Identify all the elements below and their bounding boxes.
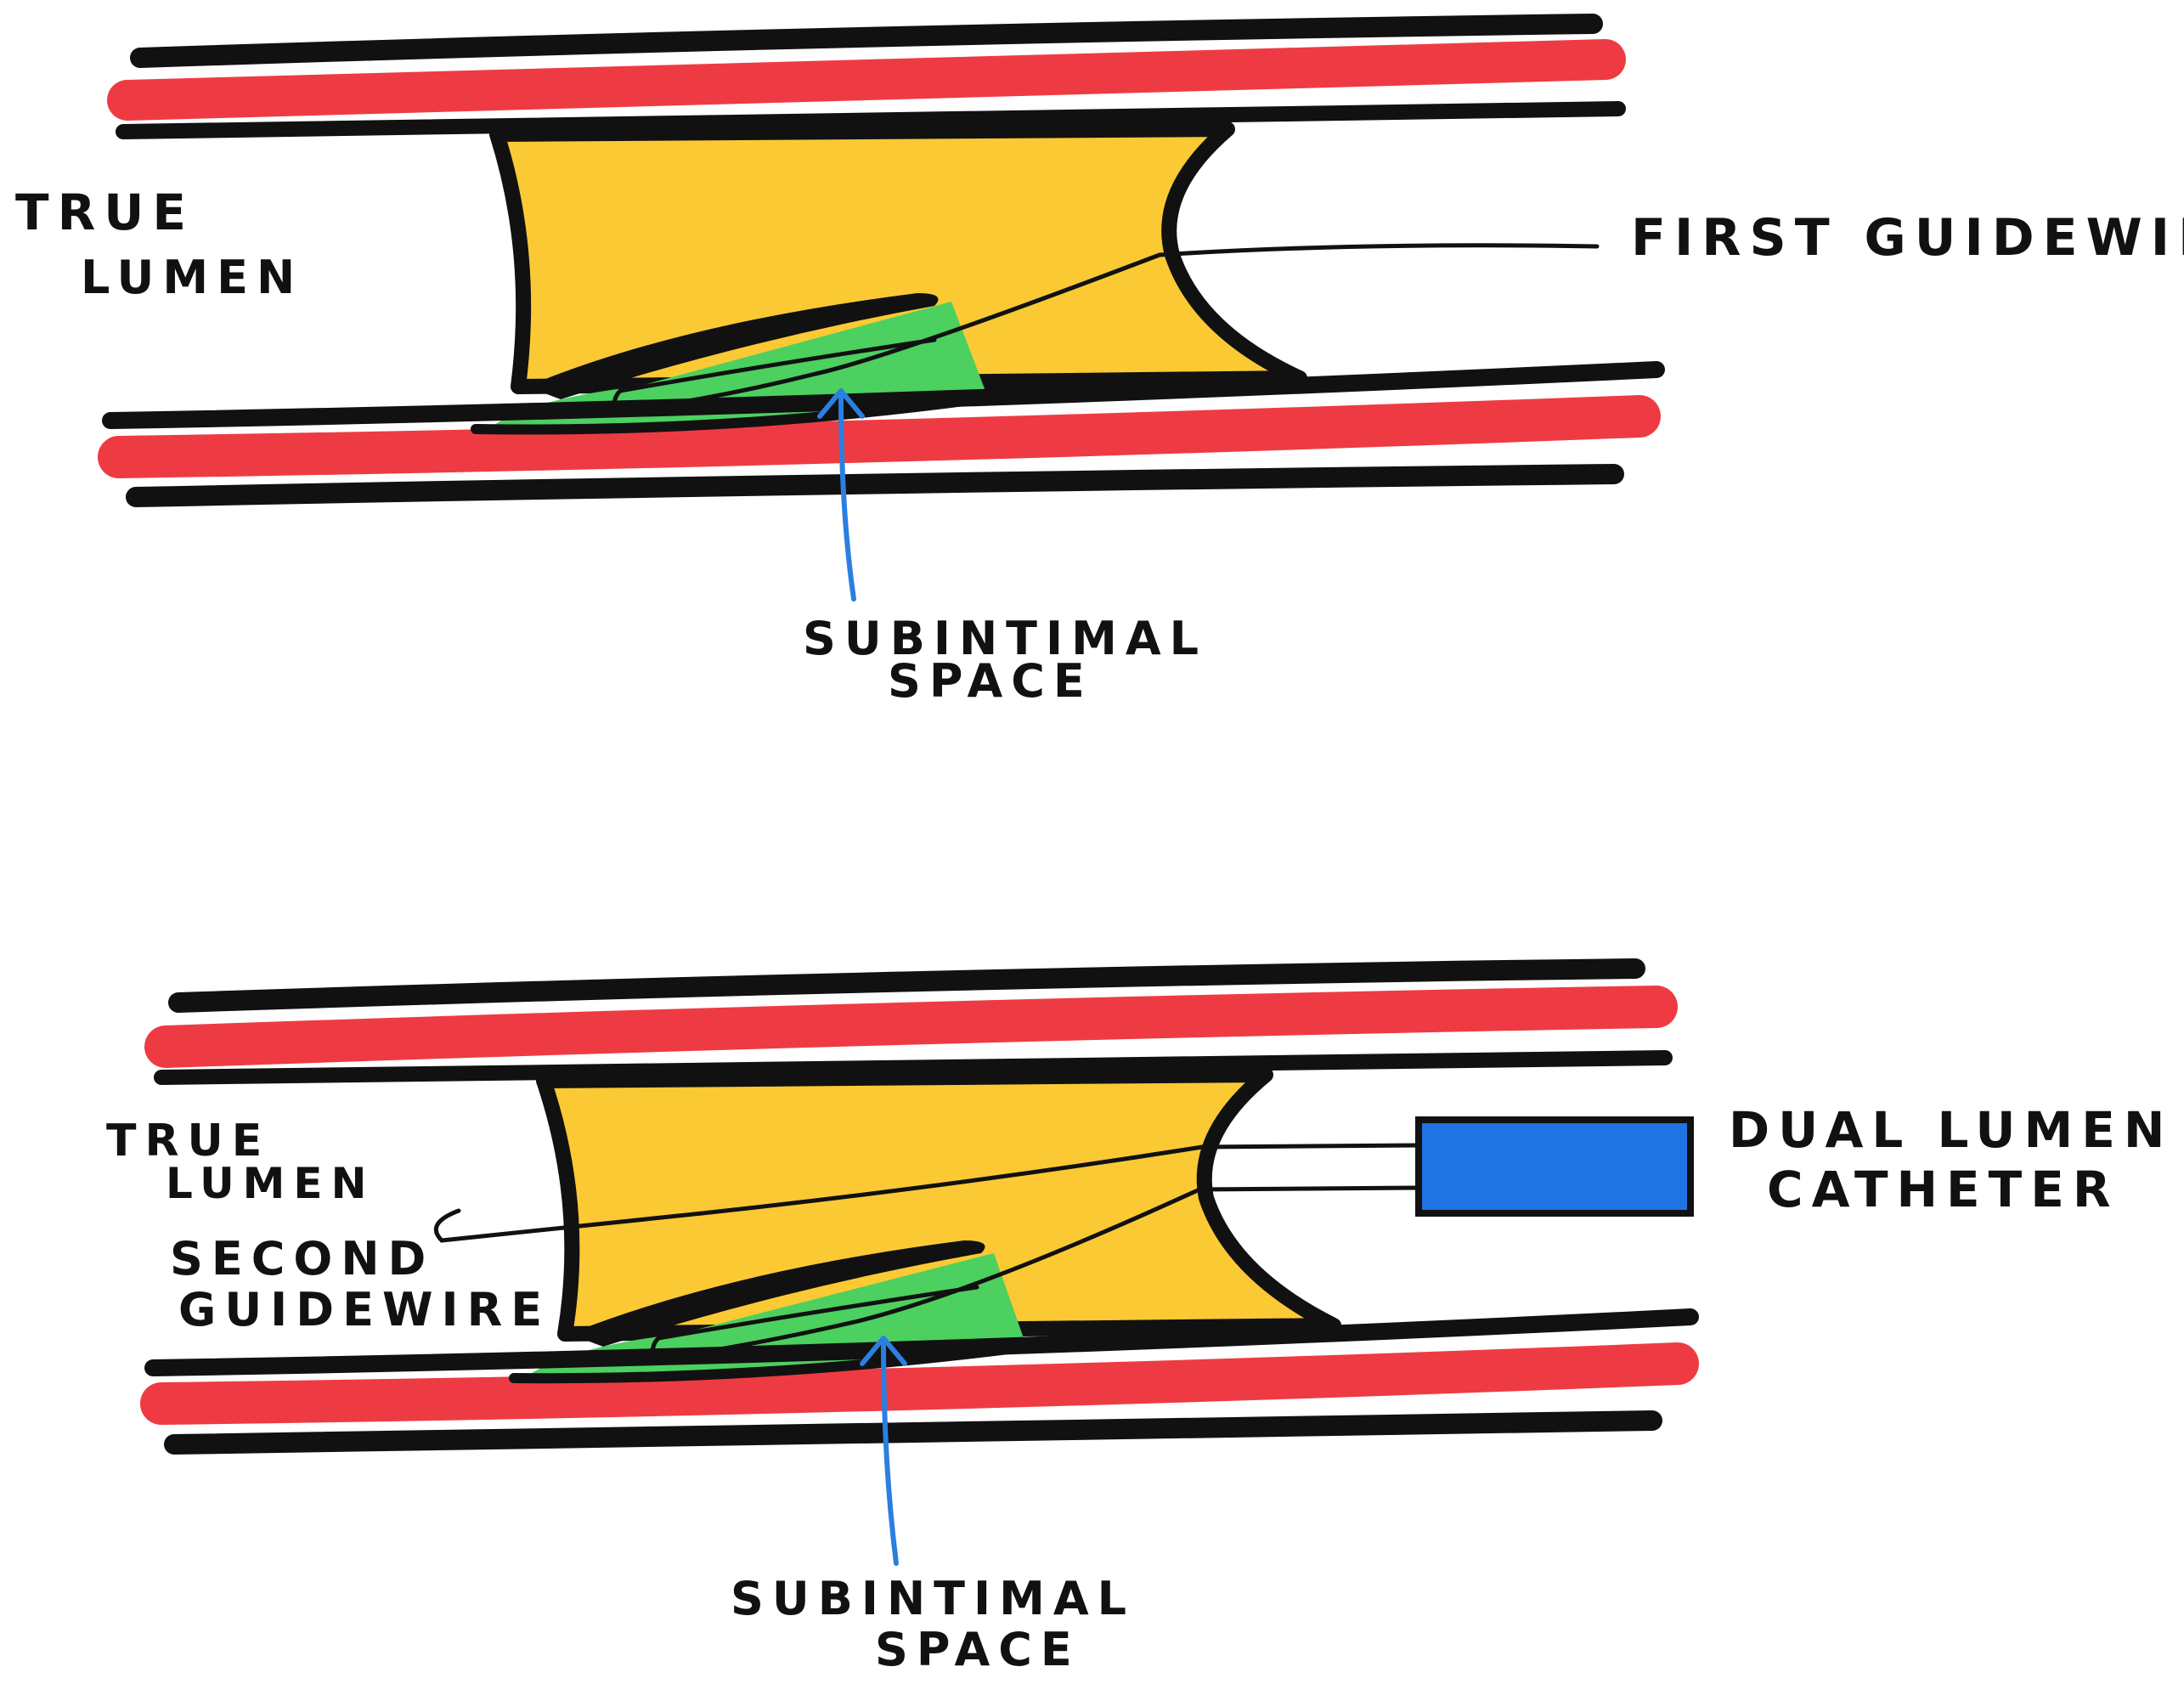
top-lower-wall-inner-outline	[102, 361, 1665, 429]
bottom-true-lumen-label-line1: TRUE	[106, 1116, 270, 1167]
bottom-plaque	[536, 1067, 1341, 1342]
top-first-guidewire-label: FIRST GUIDEWIRE	[1631, 208, 2184, 268]
top-upper-wall-inner-outline	[116, 101, 1626, 139]
panel-bottom: TRUE LUMEN SECOND GUIDEWIRE DUAL LUMEN C…	[106, 958, 2173, 1676]
top-upper-wall	[107, 39, 1626, 121]
top-true-lumen-label-line2: LUMEN	[81, 251, 303, 304]
second-guidewire-label-line2: GUIDEWIRE	[178, 1283, 550, 1336]
catheter-upper-lumen-line	[1201, 1143, 1419, 1150]
bottom-upper-wall	[144, 986, 1678, 1068]
top-upper-wall-outer-outline	[130, 14, 1603, 68]
top-plaque	[489, 121, 1307, 394]
top-lower-wall-outer-outline	[126, 464, 1624, 507]
top-first-guidewire	[612, 243, 1600, 415]
dual-lumen-catheter-label-line1: DUAL LUMEN	[1729, 1101, 2173, 1159]
dual-lumen-catheter	[1415, 1116, 1694, 1217]
bottom-subintimal-arrowhead	[860, 1336, 907, 1366]
top-subintimal-arrow	[838, 393, 856, 602]
top-subintimal-outline	[471, 393, 995, 435]
bottom-subintimal-arrow	[881, 1340, 899, 1566]
dual-lumen-catheter-label-line2: CATHETER	[1767, 1161, 2119, 1218]
bottom-first-guidewire	[650, 1187, 1202, 1362]
bottom-lower-wall-inner-outline	[144, 1308, 1699, 1376]
top-subintimal-space-label-line1: SUBINTIMAL	[803, 612, 1207, 665]
catheter-lower-lumen-line	[1199, 1185, 1419, 1192]
bottom-true-lumen-label-line2: LUMEN	[166, 1159, 375, 1208]
bottom-dissection-flap	[569, 1240, 985, 1347]
panel-top: TRUE LUMEN FIRST GUIDEWIRE SUBINTIMAL SP…	[15, 14, 2184, 708]
bottom-lower-wall-outer-outline	[164, 1410, 1662, 1455]
top-lower-wall	[98, 395, 1661, 478]
top-true-lumen-label-line1: TRUE	[15, 184, 195, 241]
bottom-upper-wall-outer-outline	[168, 958, 1645, 1013]
top-subintimal-space-label-line2: SPACE	[888, 654, 1093, 708]
second-guidewire	[433, 1144, 1205, 1243]
bottom-subintimal-space-label-line1: SUBINTIMAL	[731, 1572, 1135, 1625]
bottom-lower-wall	[140, 1342, 1699, 1425]
second-guidewire-label-line1: SECOND	[170, 1232, 434, 1285]
top-dissection-flap	[527, 293, 939, 399]
top-subintimal-arrowhead	[817, 388, 865, 419]
bottom-subintimal-outline	[509, 1342, 1033, 1384]
bottom-upper-wall-inner-outline	[154, 1050, 1673, 1085]
bottom-subintimal-space-label-line2: SPACE	[875, 1623, 1081, 1676]
